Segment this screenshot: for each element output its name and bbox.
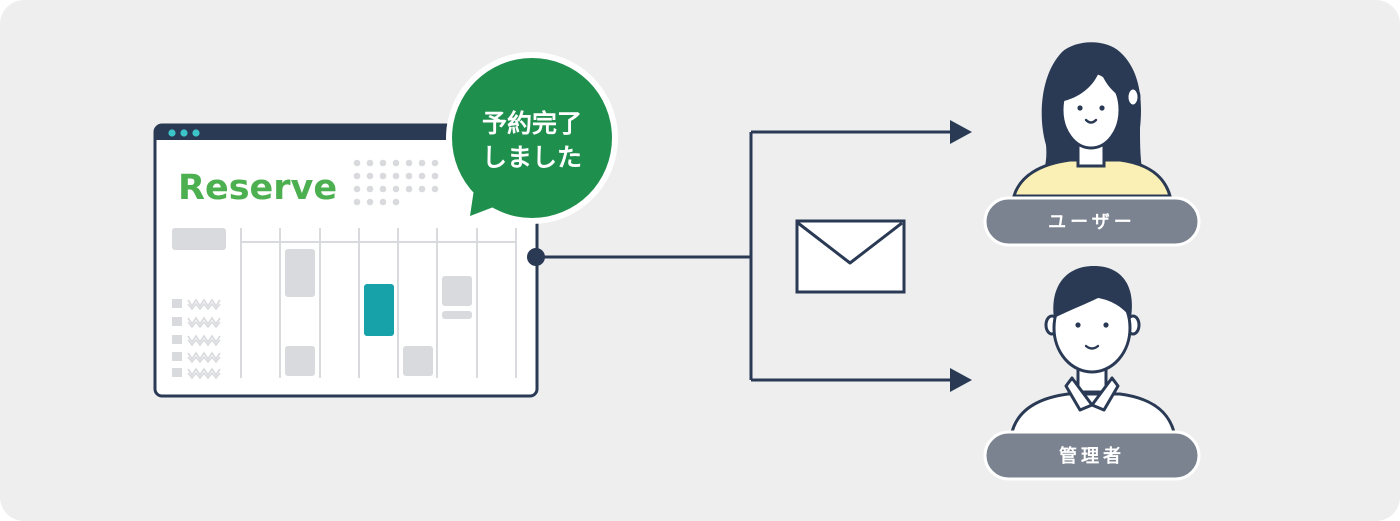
calendar-slot [442, 311, 472, 319]
calendar-slot [285, 249, 315, 297]
booked-slot [364, 284, 394, 336]
user-label: ユーザー [1048, 212, 1136, 233]
calendar-slot [285, 346, 315, 376]
user-label-pill [983, 196, 1201, 247]
sidebar-rows [172, 298, 221, 380]
bubble-line-2: しました [482, 143, 582, 172]
window-dots-icon [168, 129, 200, 137]
calendar-slot [403, 346, 433, 376]
bubble-line-1: 予約完了 [482, 109, 582, 138]
browser-window: Reserve [153, 123, 539, 398]
sidebar-button-placeholder [172, 228, 226, 250]
connector [527, 120, 972, 392]
admin-label: 管理者 [1059, 445, 1125, 467]
completion-bubble: 予約完了 しました [446, 52, 618, 226]
envelope-icon [795, 219, 906, 294]
dot-grid-decoration [353, 159, 439, 206]
arrow-right-icon [950, 368, 972, 392]
calendar-slot [442, 276, 472, 306]
admin-avatar-icon [1010, 266, 1176, 434]
arrow-right-icon [950, 120, 972, 144]
calendar-grid [240, 228, 517, 378]
admin-label-pill [983, 430, 1201, 481]
app-logo: Reserve [178, 168, 337, 208]
user-avatar-icon [1011, 42, 1172, 198]
